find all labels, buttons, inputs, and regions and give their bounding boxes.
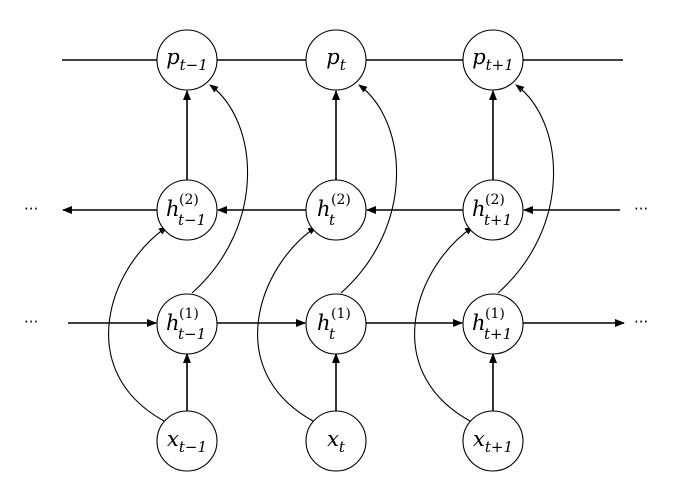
curve-x-cur-to-h2-cur xyxy=(257,226,317,422)
node-x-next-label: xt+1 xyxy=(473,427,513,456)
ellipsis-h1-right: ··· xyxy=(634,313,648,331)
node-x-next: xt+1 xyxy=(462,410,524,472)
node-p-prev: pt−1 xyxy=(156,29,218,91)
curve-h1-prev-to-p-prev xyxy=(191,84,249,294)
node-h2-prev-label: h (2) t−1 xyxy=(166,191,206,229)
ellipsis-h1-left: ··· xyxy=(24,313,38,331)
curve-h1-next-to-p-next xyxy=(497,84,555,294)
node-p-cur: pt xyxy=(305,29,367,91)
node-x-prev-label: xt−1 xyxy=(167,427,207,456)
node-x-cur-label: xt xyxy=(327,427,346,456)
node-p-prev-label: pt−1 xyxy=(166,45,208,74)
node-p-next: pt+1 xyxy=(462,29,524,91)
node-h1-prev: h (1) t−1 xyxy=(156,293,218,355)
node-x-prev: xt−1 xyxy=(156,410,218,472)
node-h2-next: h (2) t+1 xyxy=(462,179,524,241)
node-h2-cur: h (2) t xyxy=(305,179,367,241)
curve-x-next-to-h2-next xyxy=(414,226,474,422)
node-h2-prev: h (2) t−1 xyxy=(156,179,218,241)
node-h1-next: h (1) t+1 xyxy=(462,293,524,355)
curve-h1-cur-to-p-cur xyxy=(340,84,398,294)
curve-x-prev-to-h2-prev xyxy=(108,226,168,422)
node-h2-cur-label: h (2) t xyxy=(317,191,355,229)
ellipsis-h2-left: ··· xyxy=(24,200,38,218)
node-h1-next-label: h (1) t+1 xyxy=(472,305,512,343)
node-h1-cur-label: h (1) t xyxy=(317,305,355,343)
node-h2-next-label: h (2) t+1 xyxy=(472,191,512,229)
node-p-next-label: pt+1 xyxy=(472,45,514,74)
node-h1-prev-label: h (1) t−1 xyxy=(166,305,206,343)
node-p-cur-label: pt xyxy=(326,45,346,74)
ellipsis-h2-right: ··· xyxy=(634,200,648,218)
node-x-cur: xt xyxy=(305,410,367,472)
node-h1-cur: h (1) t xyxy=(305,293,367,355)
